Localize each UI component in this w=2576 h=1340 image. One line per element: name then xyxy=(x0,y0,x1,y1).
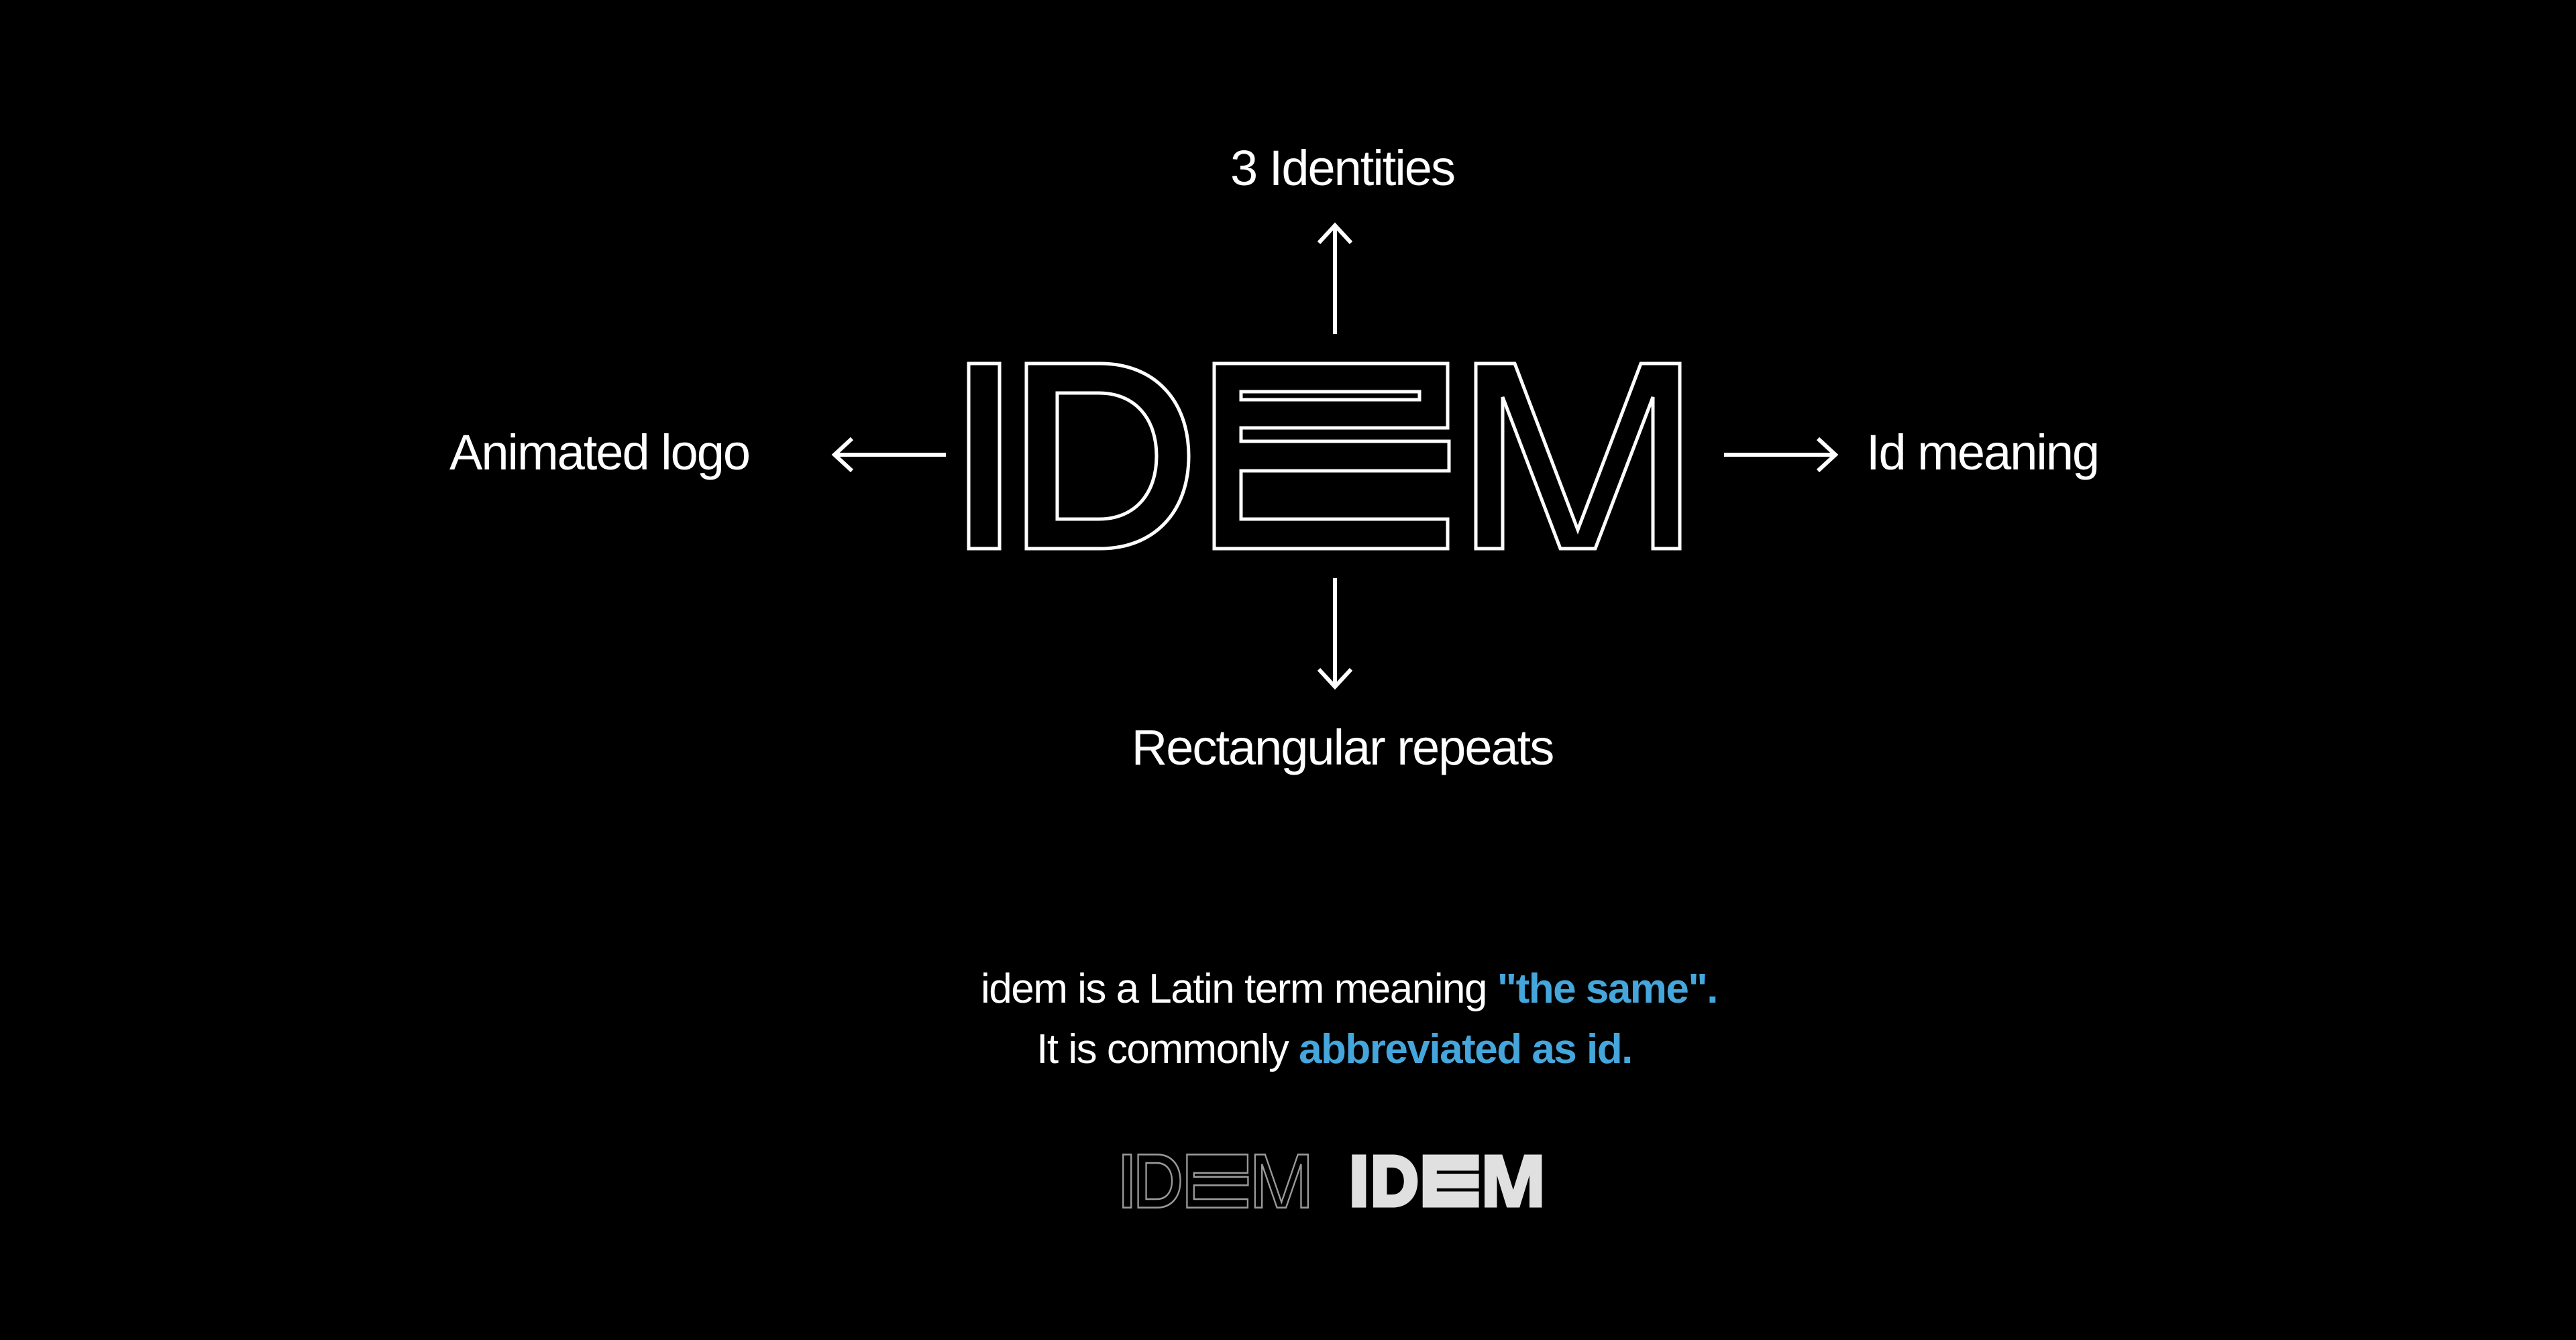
description-line-2: It is commonly abbreviated as id. xyxy=(0,1029,2576,1070)
idem-outline-logo xyxy=(967,361,1682,551)
branch-label-top: 3 Identities xyxy=(1230,140,1456,196)
branch-label-right: Id meaning xyxy=(1866,425,2100,480)
description-line-2-text: It is commonly xyxy=(1036,1026,1299,1072)
description-line-2-highlight: abbreviated as id. xyxy=(1299,1026,1633,1072)
idem-small-outline-logo xyxy=(1122,1154,1309,1209)
arrow-right-icon xyxy=(1724,437,1839,473)
branch-label-left: Animated logo xyxy=(449,425,751,480)
description-line-1-text: idem is a Latin term meaning xyxy=(980,966,1497,1012)
description-line-1: idem is a Latin term meaning "the same". xyxy=(0,968,2576,1010)
arrow-down-icon xyxy=(1317,578,1353,690)
branch-label-bottom: Rectangular repeats xyxy=(1131,720,1554,775)
arrow-left-icon xyxy=(831,437,946,473)
description-line-1-highlight: "the same". xyxy=(1497,966,1719,1012)
arrow-up-icon xyxy=(1317,222,1353,334)
idem-small-solid-logo xyxy=(1352,1154,1542,1208)
